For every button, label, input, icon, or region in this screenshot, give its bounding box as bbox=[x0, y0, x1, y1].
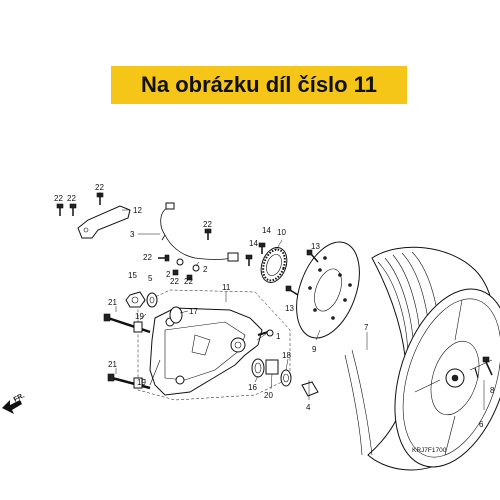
screw-22-g[interactable] bbox=[186, 274, 193, 281]
label-4: 4 bbox=[306, 403, 311, 412]
rear-wheel-rim[interactable] bbox=[374, 274, 500, 481]
label-10: 10 bbox=[277, 228, 286, 237]
front-arrow-icon: FR. bbox=[2, 392, 26, 414]
label-1: 1 bbox=[276, 332, 281, 341]
label-14: 14 bbox=[249, 239, 258, 248]
screw-22-b[interactable] bbox=[69, 203, 77, 216]
front-marker-label: FR. bbox=[13, 392, 26, 404]
valve-8[interactable] bbox=[474, 356, 493, 379]
seal-18[interactable] bbox=[280, 369, 292, 387]
label-2: 2 bbox=[203, 265, 208, 274]
collar-19-upper[interactable] bbox=[133, 321, 143, 333]
label-22: 22 bbox=[203, 220, 212, 229]
label-12: 12 bbox=[133, 206, 142, 215]
clip-2-b[interactable] bbox=[192, 264, 200, 272]
collar-19-lower[interactable] bbox=[133, 377, 143, 389]
label-19: 19 bbox=[135, 312, 144, 321]
bolt-21-upper[interactable] bbox=[103, 313, 151, 334]
label-13: 13 bbox=[311, 242, 320, 251]
bolt-14-b[interactable] bbox=[258, 242, 266, 254]
label-22: 22 bbox=[184, 277, 193, 286]
label-13: 13 bbox=[285, 304, 294, 313]
bolt-13-upper[interactable] bbox=[306, 249, 319, 263]
washer-5[interactable] bbox=[146, 292, 158, 308]
label-22: 22 bbox=[143, 253, 152, 262]
pulser-ring[interactable] bbox=[257, 244, 292, 286]
bolt-13-lower[interactable] bbox=[285, 285, 299, 296]
clip-2-a[interactable] bbox=[176, 258, 184, 266]
axle-collar-4[interactable] bbox=[301, 381, 319, 397]
label-5: 5 bbox=[148, 274, 153, 283]
screw-22-d[interactable] bbox=[158, 254, 170, 262]
label-21: 21 bbox=[108, 298, 117, 307]
label-20: 20 bbox=[264, 391, 273, 400]
label-2: 2 bbox=[166, 270, 171, 279]
bolt-1[interactable] bbox=[257, 329, 274, 337]
diagram-code: KRJ7F1700 bbox=[412, 447, 447, 454]
label-6: 6 bbox=[479, 420, 484, 429]
label-8: 8 bbox=[490, 386, 495, 395]
label-15: 15 bbox=[128, 271, 137, 280]
part-number-banner: Na obrázku díl číslo 11 bbox=[111, 66, 407, 104]
screw-22-a[interactable] bbox=[56, 203, 64, 216]
label-18: 18 bbox=[282, 351, 291, 360]
seal-17[interactable] bbox=[169, 306, 183, 324]
label-3: 3 bbox=[130, 230, 135, 239]
label-16: 16 bbox=[248, 383, 257, 392]
speed-sensor-cable-3[interactable] bbox=[160, 202, 239, 262]
label-22: 22 bbox=[95, 183, 104, 192]
sensor-bracket-12[interactable] bbox=[77, 205, 131, 239]
label-22: 22 bbox=[170, 277, 179, 286]
nut-15[interactable] bbox=[125, 291, 146, 308]
label-17: 17 bbox=[189, 307, 198, 316]
bearing-16[interactable] bbox=[251, 358, 265, 378]
label-22: 22 bbox=[67, 194, 76, 203]
collar-20[interactable] bbox=[265, 359, 279, 375]
part-labels: 22 22 22 12 3 22 22 2 2 22 22 14 14 10 1… bbox=[54, 183, 495, 454]
leader-lines bbox=[99, 192, 485, 410]
screw-22-e[interactable] bbox=[204, 228, 212, 240]
screw-22-f[interactable] bbox=[172, 269, 179, 276]
label-11: 11 bbox=[222, 283, 231, 292]
swing-arm[interactable] bbox=[149, 307, 263, 396]
bolt-21-lower[interactable] bbox=[107, 373, 151, 390]
label-9: 9 bbox=[312, 345, 317, 354]
label-21: 21 bbox=[108, 360, 117, 369]
label-22: 22 bbox=[54, 194, 63, 203]
label-7: 7 bbox=[364, 323, 369, 332]
label-14: 14 bbox=[262, 226, 271, 235]
bolt-14-a[interactable] bbox=[245, 254, 253, 266]
label-19: 19 bbox=[137, 378, 146, 387]
brake-disc[interactable] bbox=[285, 233, 372, 346]
